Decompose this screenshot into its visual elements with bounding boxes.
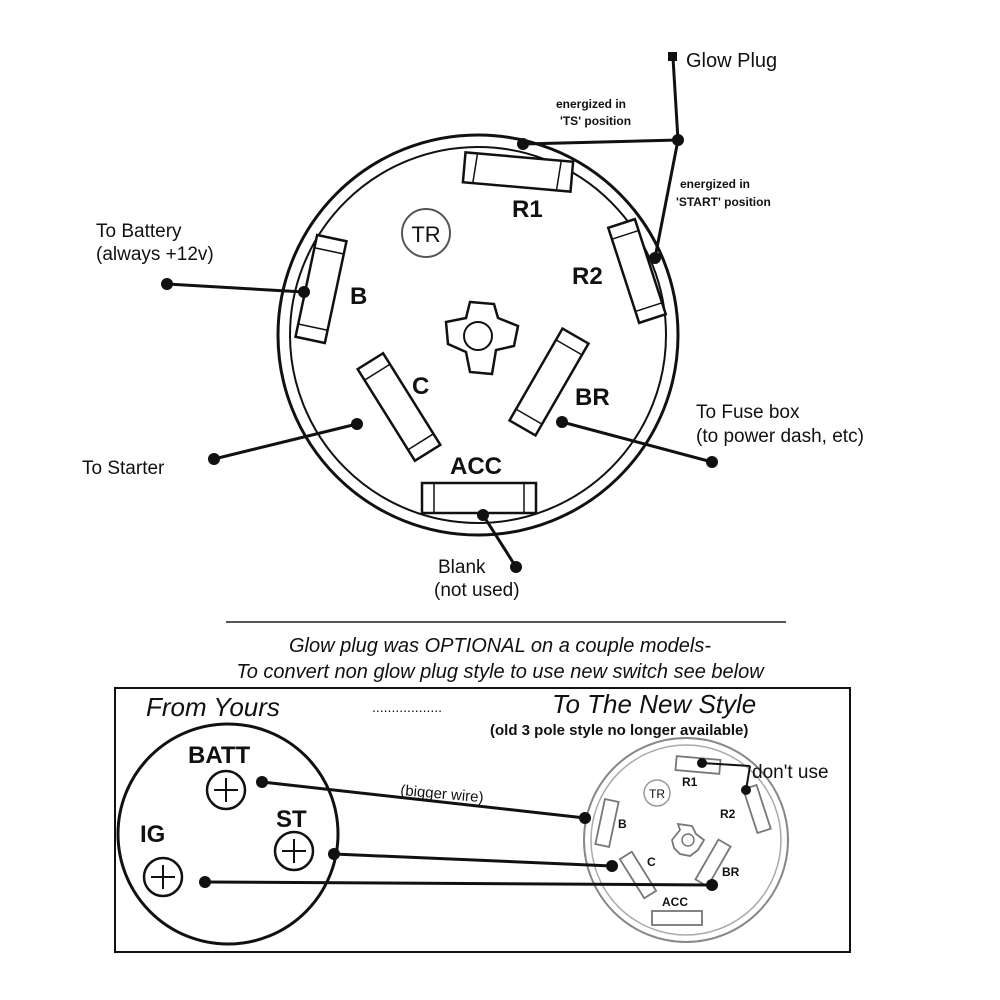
fuse-label-1: To Fuse box [696, 402, 800, 423]
glow-plug-terminal [668, 52, 677, 61]
old-st-terminal [273, 830, 315, 872]
wires-upper [161, 52, 718, 573]
glow-plug-label: Glow Plug [686, 50, 777, 72]
new-label-r2: R2 [720, 807, 736, 821]
note-line-2: To convert non glow plug style to use ne… [236, 661, 765, 683]
ignition-switch-large: TR R1 R2 B C BR ACC [276, 133, 680, 537]
blank-label-2: (not used) [434, 580, 520, 601]
new-label-acc: ACC [662, 895, 688, 909]
old-ig-label: IG [140, 821, 165, 848]
new-style-subtitle: (old 3 pole style no longer available) [490, 722, 748, 739]
new-terminal-c [618, 850, 658, 900]
terminal-r1 [461, 150, 575, 194]
fuse-label-2: (to power dash, etc) [696, 426, 864, 447]
label-acc: ACC [450, 453, 502, 480]
old-switch: BATT ST IG [116, 722, 340, 946]
energized-start-label-1: energized in [680, 177, 750, 191]
starter-label: To Starter [82, 458, 165, 479]
new-terminal-b [594, 797, 620, 849]
switch-inner-ring [289, 146, 667, 524]
bigger-wire-label: (bigger wire) [400, 782, 485, 806]
new-label-c: C [647, 855, 656, 869]
new-label-r1: R1 [682, 775, 698, 789]
label-br: BR [575, 384, 610, 411]
label-r1: R1 [512, 196, 543, 223]
new-switch: TR R1 R2 B C BR ACC [583, 737, 789, 943]
battery-label-1: To Battery [96, 221, 182, 242]
dont-use-label: don't use [752, 762, 829, 783]
old-st-label: ST [276, 806, 307, 833]
terminal-b [294, 233, 348, 345]
label-r2: R2 [572, 263, 603, 290]
old-batt-terminal [205, 769, 247, 811]
from-yours-title: From Yours [146, 692, 280, 722]
new-key-shaft [671, 822, 706, 857]
new-label-br: BR [722, 865, 740, 879]
label-c: C [412, 373, 429, 400]
energized-ts-label-2: 'TS' position [560, 114, 631, 128]
old-ig-terminal [142, 856, 184, 898]
wires-conversion [199, 758, 751, 891]
new-terminal-acc [651, 910, 703, 926]
conversion-box [114, 687, 851, 953]
new-terminal-br [694, 838, 732, 888]
tr-logo: TR [401, 208, 451, 258]
note-line-1: Glow plug was OPTIONAL on a couple model… [289, 635, 711, 657]
new-tr-logo: TR [643, 779, 671, 807]
terminal-acc [420, 481, 538, 515]
new-tr-logo-text: TR [649, 787, 665, 801]
terminal-r2 [606, 217, 668, 325]
title-dots: .................. [372, 699, 442, 715]
new-switch-inner [590, 744, 782, 936]
battery-label-2: (always +12v) [96, 244, 214, 265]
energized-ts-label-1: energized in [556, 97, 626, 111]
tr-logo-text: TR [411, 222, 440, 247]
old-batt-label: BATT [188, 742, 251, 769]
terminal-c [355, 351, 443, 463]
label-b: B [350, 283, 367, 310]
energized-start-label-2: 'START' position [676, 195, 771, 209]
new-label-b: B [618, 817, 627, 831]
key-shaft [444, 300, 520, 376]
blank-label-1: Blank [438, 557, 486, 578]
new-style-title: To The New Style [552, 689, 756, 719]
terminal-br [507, 326, 591, 438]
